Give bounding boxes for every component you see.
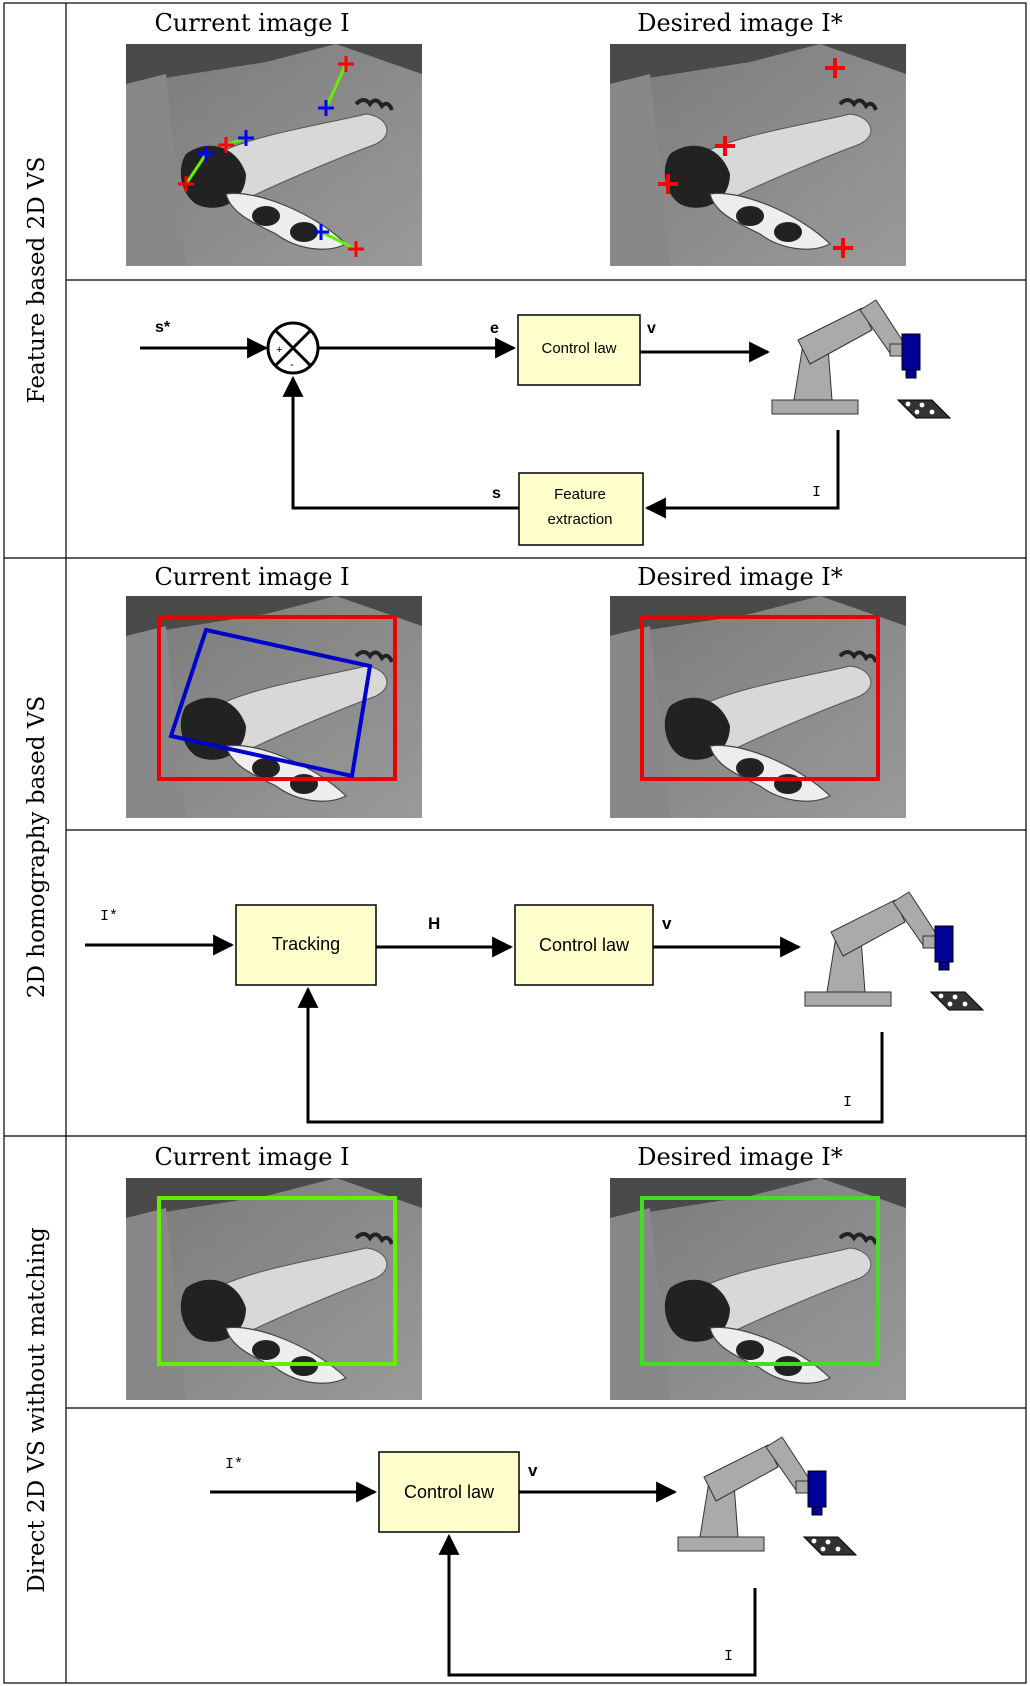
feature-extraction-line1: Feature <box>554 486 606 503</box>
control-law-block <box>517 314 641 386</box>
control-law-block <box>514 904 654 986</box>
row-feature-based: Current image I Desired image I* <box>126 9 951 546</box>
label-v: v <box>662 914 672 933</box>
label-I: I <box>812 484 821 501</box>
label-s-star: s* <box>155 319 171 336</box>
robot-arm-with-camera <box>804 891 984 1011</box>
label-e: e <box>490 320 499 337</box>
label-I: I <box>724 1648 733 1665</box>
feature-points-blue <box>198 100 334 240</box>
reference-rectangle <box>157 615 397 781</box>
feature-based-block-diagram: s* + - e Control law v I Feature extract… <box>140 299 951 546</box>
row-direct-2d: Current image I Desired image I* I* Cont… <box>126 1143 906 1677</box>
feature-extraction-line2: extraction <box>547 511 612 528</box>
tracking-label: Tracking <box>272 934 340 954</box>
current-image-photo <box>126 596 422 818</box>
feature-points-red <box>178 56 364 257</box>
robot-arm-with-camera <box>771 299 951 419</box>
feature-extraction-block <box>518 472 644 546</box>
desired-image-photo <box>610 44 906 266</box>
row-label-direct-2d: Direct 2D VS without matching <box>24 1227 50 1593</box>
summing-plus: + <box>276 344 282 356</box>
desired-image-caption: Desired image I* <box>637 1143 843 1171</box>
current-image-caption: Current image I <box>154 563 349 591</box>
current-image-photo <box>126 44 422 266</box>
label-H: H <box>428 914 440 933</box>
tracked-homography-quad <box>168 627 373 779</box>
label-v: v <box>528 1461 538 1480</box>
desired-image-photo <box>610 596 906 818</box>
label-I-star: I* <box>225 1456 243 1473</box>
desired-feature-points <box>658 58 853 258</box>
reference-rectangle <box>640 615 880 781</box>
tracking-block <box>235 904 377 986</box>
full-image-region <box>640 1196 880 1366</box>
control-law-label: Control law <box>404 1482 495 1502</box>
homography-block-diagram: I* Tracking H Control law v I <box>85 891 984 1124</box>
summing-junction: + - <box>266 321 320 375</box>
control-law-label: Control law <box>541 340 616 357</box>
row-label-feature-based: Feature based 2D VS <box>24 157 50 404</box>
desired-image-photo <box>610 1178 906 1400</box>
label-v: v <box>647 320 656 337</box>
direct-block-diagram: I* Control law v I <box>210 1436 857 1677</box>
control-law-label: Control law <box>539 935 630 955</box>
desired-image-caption: Desired image I* <box>637 563 843 591</box>
robot-arm-with-camera <box>677 1436 857 1556</box>
table-frame <box>3 2 1027 1684</box>
current-image-photo <box>126 1178 422 1400</box>
row-homography-based: Current image I Desired image I* I* Trac… <box>85 563 984 1124</box>
full-image-region <box>157 1196 397 1366</box>
current-image-caption: Current image I <box>154 1143 349 1171</box>
label-I-star: I* <box>100 908 118 925</box>
row-label-homography-based: 2D homography based VS <box>24 696 50 998</box>
label-I: I <box>843 1094 852 1111</box>
label-s: s <box>492 485 501 502</box>
current-image-caption: Current image I <box>154 9 349 37</box>
desired-image-caption: Desired image I* <box>637 9 843 37</box>
summing-minus: - <box>290 359 294 371</box>
